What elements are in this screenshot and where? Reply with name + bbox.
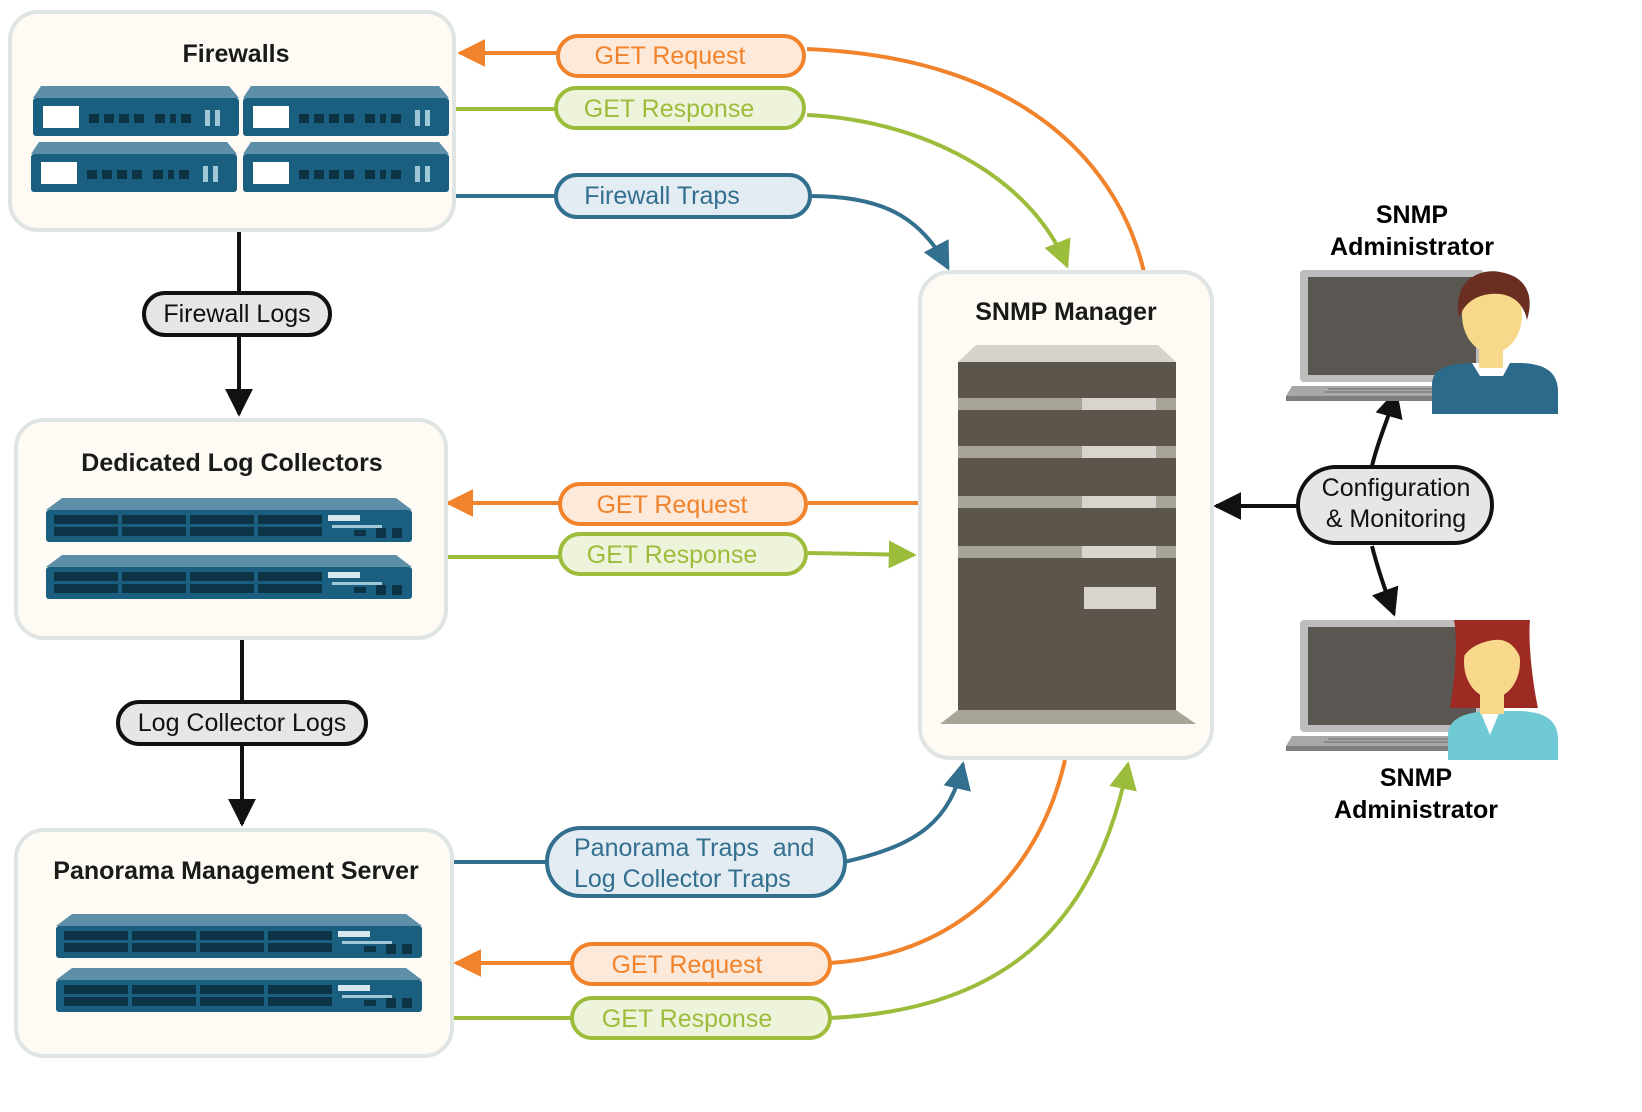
server-icon [940,345,1196,724]
log-collectors-title: Dedicated Log Collectors [81,449,382,477]
bottom-admin-label-line1: SNMP [1380,764,1452,792]
fw-get-response-pill: GET Response [554,86,806,130]
pm-get-request-label: GET Request [611,951,762,979]
snmp-manager-title: SNMP Manager [975,298,1157,326]
fw-traps-line [809,194,950,271]
pm-get-response-pill: GET Response [570,996,832,1040]
firewalls-box: Firewalls [8,10,456,232]
firewall-device [243,142,449,192]
bottom-admin-label-line2: Administrator [1334,796,1498,824]
pm-get-request-line [829,759,1067,965]
config-label-line2: & Monitoring [1326,505,1466,533]
firewall-logs-label: Firewall Logs [163,300,310,328]
log-collector-logs-pill: Log Collector Logs [116,700,368,746]
lc-get-request-pill: GET Request [558,482,808,526]
fw-get-response-label: GET Response [584,95,754,123]
pm-get-response-line [829,761,1137,1020]
panorama-device [56,968,422,1012]
fw-get-request-label: GET Request [594,42,745,70]
panorama-traps-label-line2: Log Collector Traps [574,865,791,893]
male-user-icon [1432,271,1558,414]
firewall-logs-pill: Firewall Logs [142,291,332,337]
log-collector-device [46,555,412,599]
panorama-box: Panorama Management Server [14,828,454,1058]
log-collector-logs-label: Log Collector Logs [138,709,346,737]
fw-get-response-line [806,113,1071,269]
firewall-device [31,142,237,192]
female-user-icon [1448,620,1558,760]
lc-get-request-label: GET Request [596,491,747,519]
lc-get-response-label: GET Response [587,541,757,569]
snmp-manager-box: SNMP Manager [918,270,1214,760]
panorama-title: Panorama Management Server [53,857,419,885]
config-to-bottom-admin-line [1370,545,1399,617]
pm-traps-line [843,761,971,864]
bottom-admin: SNMP Administrator [1286,620,1558,824]
pm-get-response-label: GET Response [602,1005,772,1033]
lc-get-response-pill: GET Response [558,532,808,576]
lc-get-response-line [807,540,917,569]
config-monitoring-pill: Configuration & Monitoring [1296,465,1494,545]
log-collector-device [46,498,412,542]
config-label-line1: Configuration [1322,474,1471,502]
fw-traps-pill: Firewall Traps [554,173,812,219]
firewall-device [33,86,239,136]
fw-get-request-pill: GET Request [556,34,806,78]
top-admin-label-line1: SNMP [1376,201,1448,229]
firewalls-title: Firewalls [183,40,290,68]
firewall-device [243,86,449,136]
fw-traps-label: Firewall Traps [584,182,740,210]
config-to-top-admin-line [1370,389,1403,467]
log-collectors-box: Dedicated Log Collectors [14,418,448,640]
fw-get-request-line [806,47,1146,273]
pm-get-request-pill: GET Request [570,942,832,986]
top-admin: SNMP Administrator [1286,201,1558,414]
panorama-traps-label-line1: Panorama Traps and [574,834,814,862]
panorama-device [56,914,422,958]
panorama-traps-pill: Panorama Traps and Log Collector Traps [545,826,847,898]
top-admin-label-line2: Administrator [1330,233,1494,261]
